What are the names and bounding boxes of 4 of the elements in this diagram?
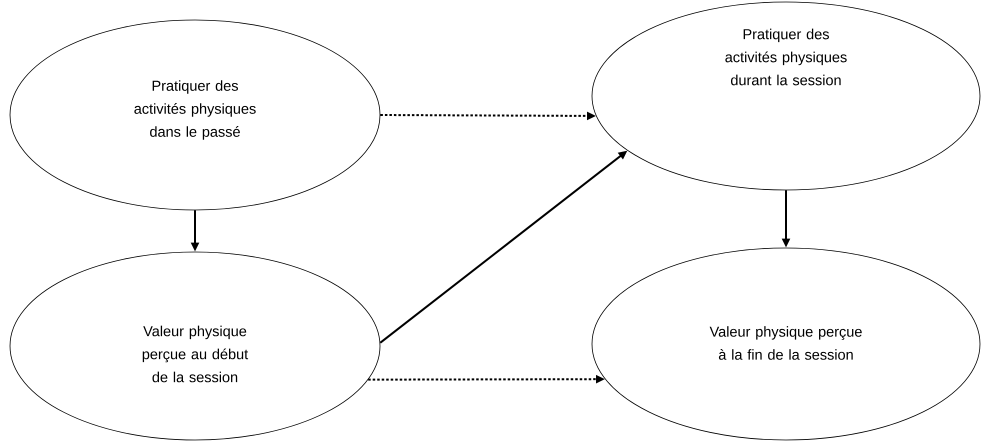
ellipse-node: Pratiquer des activités physiques durant la session <box>592 2 980 190</box>
ellipse-node: Pratiquer des activités physiques dans le passé <box>10 20 380 210</box>
ellipse-node: Valeur physique perçue au début de la session <box>10 252 380 440</box>
ellipse-node: Valeur physique perçue à la fin de la session <box>592 248 980 440</box>
